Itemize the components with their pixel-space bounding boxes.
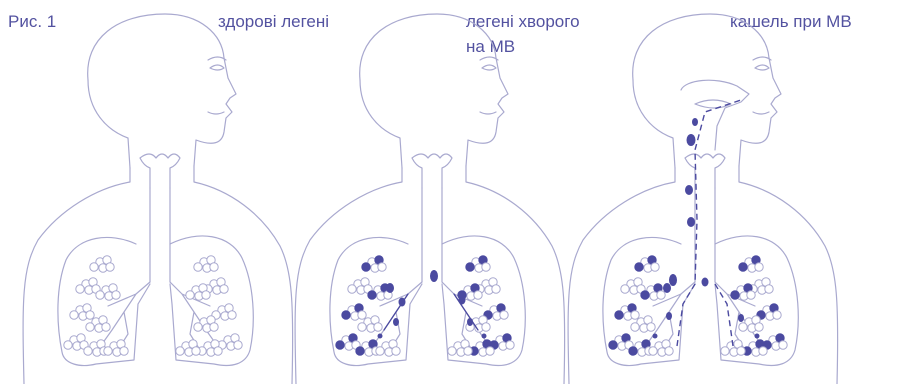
alveoli-clusters-blocked	[336, 256, 514, 356]
panel-cf-lungs	[295, 14, 565, 384]
alveoli-clusters	[64, 256, 242, 356]
panel-healthy-lungs	[23, 14, 293, 384]
panel-cf-cough	[568, 14, 838, 384]
tongue	[695, 100, 731, 108]
body-outline	[295, 14, 565, 384]
alveoli-clusters-blocked	[609, 256, 787, 356]
body-outline	[568, 14, 838, 384]
mucus-expelled	[653, 118, 760, 339]
cough-path	[677, 100, 741, 346]
body-outline	[23, 14, 293, 384]
